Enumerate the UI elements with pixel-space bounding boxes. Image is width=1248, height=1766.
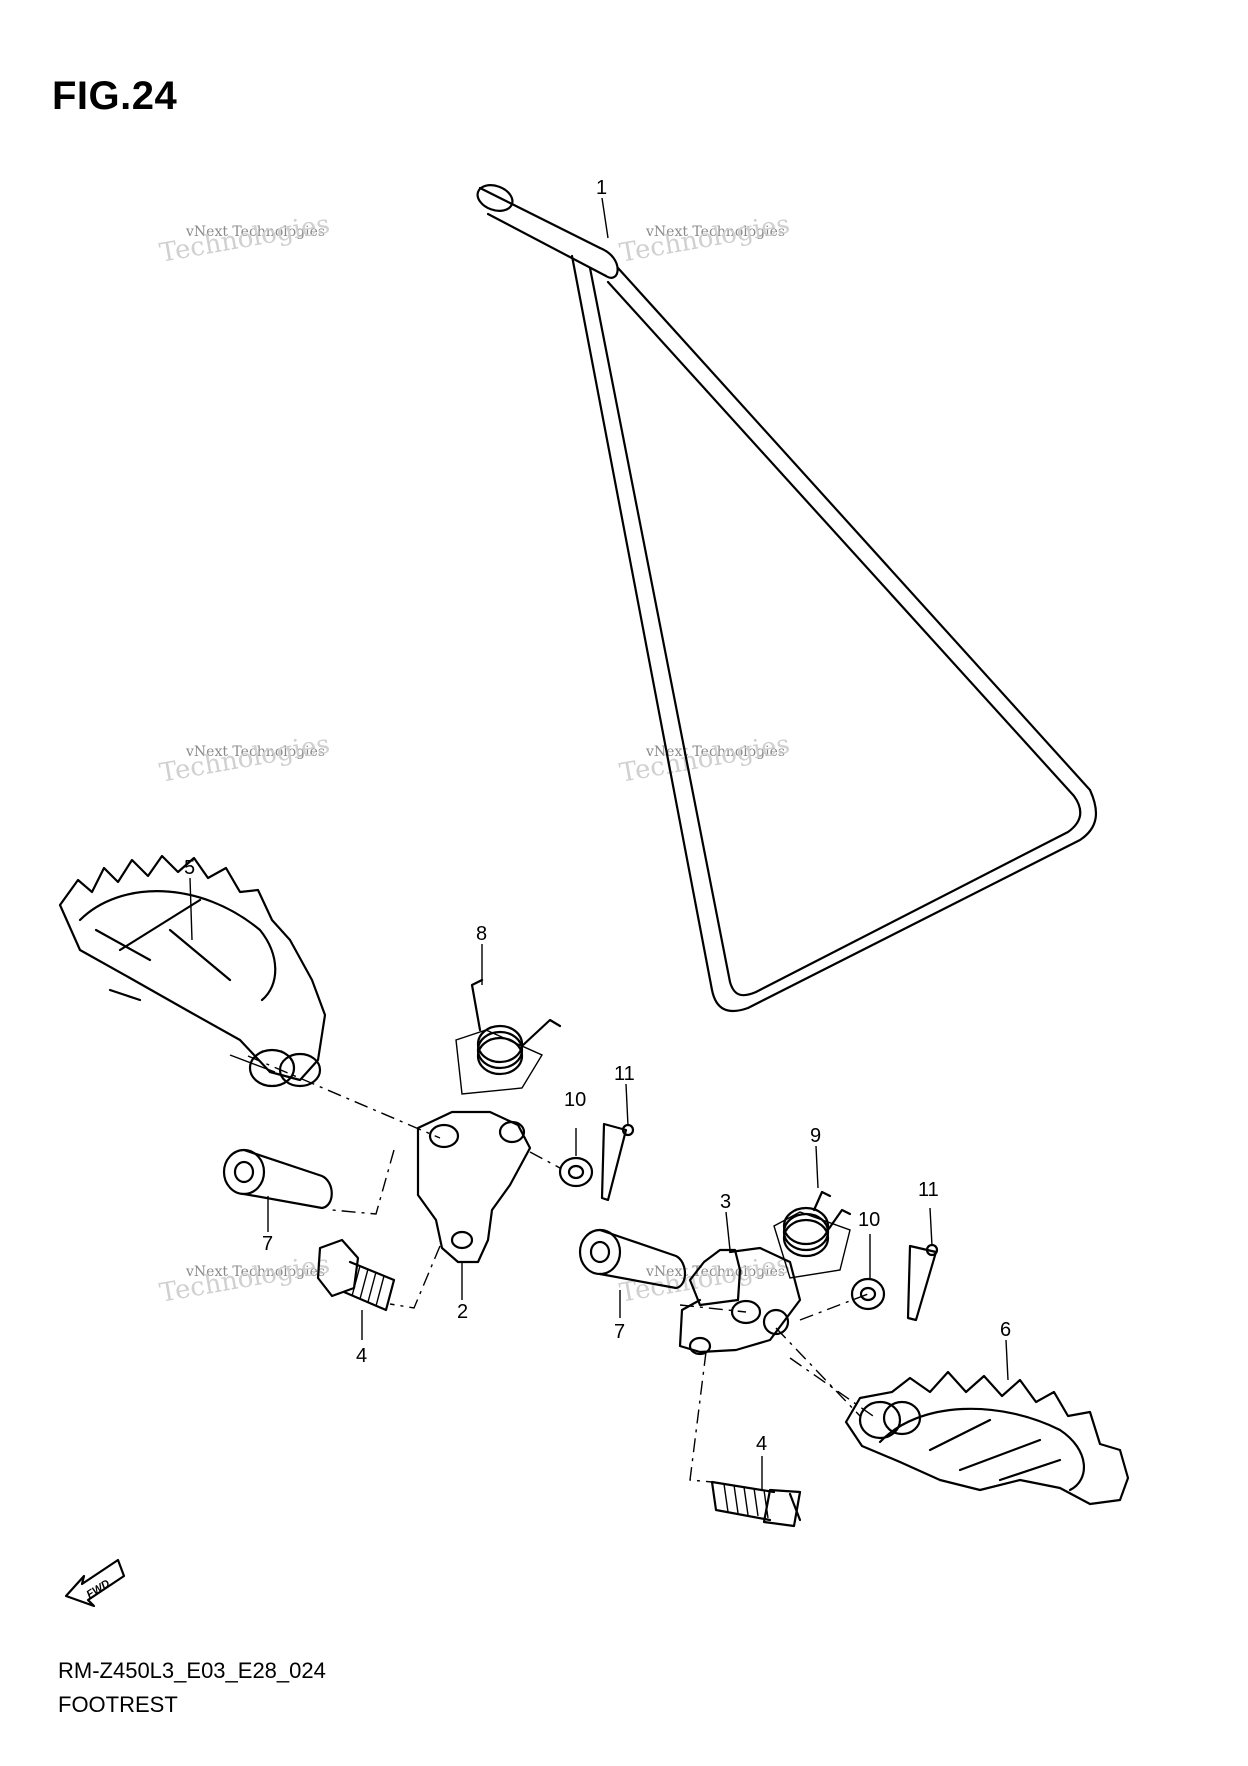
fwd-arrow-icon: FWD — [64, 1558, 126, 1608]
figure-title: FIG.24 — [52, 74, 178, 118]
section-name: FOOTREST — [58, 1692, 178, 1717]
fwd-label: FWD — [85, 1578, 113, 1601]
part-4-left-bolt — [316, 1238, 396, 1312]
callout-4-left: 4 — [356, 1345, 367, 1367]
callout-3: 3 — [720, 1191, 731, 1213]
callout-10-left: 10 — [564, 1089, 586, 1111]
part-5-left-footrest — [58, 854, 327, 1088]
part-2-left-bracket — [416, 1110, 532, 1264]
part-11-left-cotter-pin — [600, 1122, 635, 1202]
callout-7-left: 7 — [262, 1233, 273, 1255]
part-7-right-pin — [578, 1228, 687, 1290]
callout-11-right: 11 — [918, 1179, 939, 1201]
part-10-right-washer — [850, 1277, 886, 1311]
callout-10-right: 10 — [858, 1209, 880, 1231]
callout-5: 5 — [184, 857, 195, 879]
part-4-right-bolt — [710, 1480, 802, 1528]
callout-4-right: 4 — [756, 1433, 767, 1455]
callout-2: 2 — [457, 1301, 468, 1323]
assembly-center-lines — [247, 1055, 877, 1483]
part-1-stand — [476, 184, 1098, 1013]
part-3-right-bracket — [678, 1246, 802, 1356]
part-10-left-washer — [558, 1156, 594, 1188]
callout-11-left: 11 — [614, 1063, 635, 1085]
callout-1: 1 — [596, 177, 607, 199]
model-code: RM-Z450L3_E03_E28_024 — [58, 1658, 326, 1683]
leader-lines — [189, 197, 1009, 1490]
part-8-spring — [455, 978, 562, 1095]
part-9-right-spring — [773, 1190, 852, 1279]
callout-8: 8 — [476, 923, 487, 945]
callout-9: 9 — [810, 1125, 821, 1147]
callout-7-right: 7 — [614, 1321, 625, 1343]
part-7-left-pin — [222, 1148, 333, 1210]
callout-6: 6 — [1000, 1319, 1011, 1341]
part-6-right-footrest — [844, 1370, 1130, 1506]
part-11-right-cotter-pin — [906, 1243, 939, 1322]
